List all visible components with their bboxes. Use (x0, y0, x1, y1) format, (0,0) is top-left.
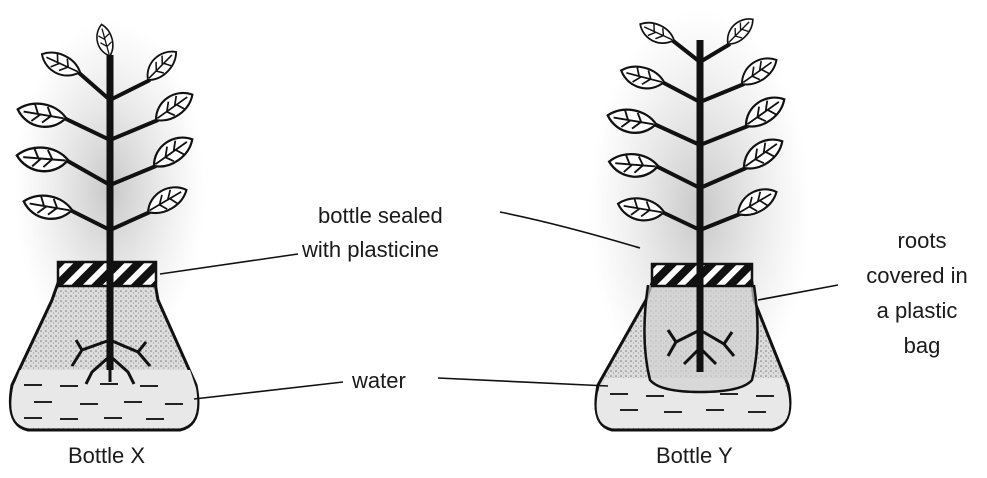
leader-water-to-y (438, 378, 608, 386)
label-bag: bag (872, 332, 972, 359)
label-with-plasticine: with plasticine (302, 236, 439, 263)
label-a-plastic: a plastic (862, 297, 972, 324)
bottle-x-water (11, 370, 197, 428)
label-roots: roots (872, 227, 972, 254)
label-bottle-y: Bottle Y (656, 442, 733, 469)
label-bottle-x: Bottle X (68, 442, 145, 469)
label-covered-in: covered in (852, 262, 982, 289)
leader-water-to-x (194, 382, 343, 399)
bottle-y-group (590, 10, 810, 430)
label-water: water (352, 367, 406, 394)
bottle-x-group (10, 20, 205, 430)
label-bottle-sealed: bottle sealed (318, 202, 443, 229)
